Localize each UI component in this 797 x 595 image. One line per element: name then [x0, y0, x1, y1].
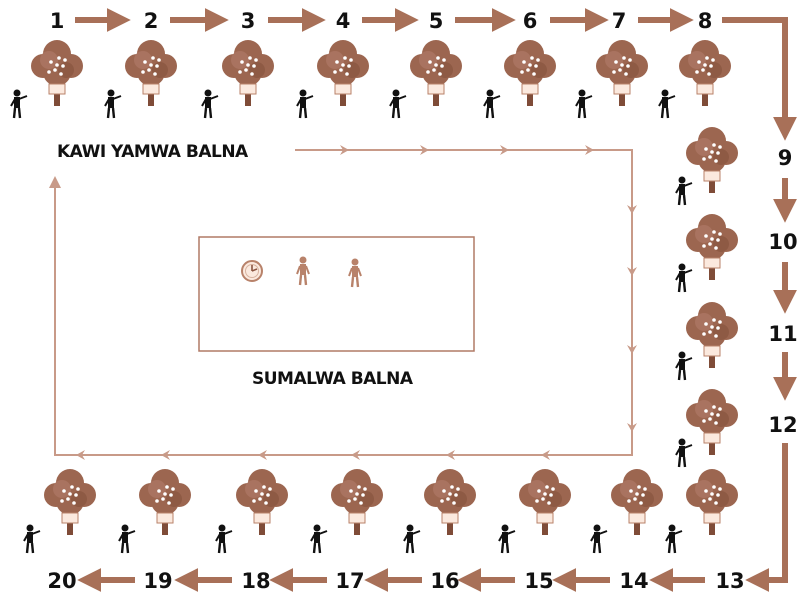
tree-with-signboard-icon	[410, 40, 462, 106]
standing-person-icon	[297, 257, 309, 286]
station-number: 20	[47, 569, 76, 593]
station-number: 17	[335, 569, 364, 593]
person-pointing-icon	[499, 525, 515, 554]
person-pointing-icon	[591, 525, 607, 554]
person-pointing-icon	[676, 264, 692, 293]
person-pointing-icon	[297, 90, 313, 119]
station-number: 1	[50, 9, 65, 33]
inner-people	[297, 257, 361, 288]
person-pointing-icon	[202, 90, 218, 119]
tree-with-signboard-icon	[519, 469, 571, 535]
tree-with-signboard-icon	[236, 469, 288, 535]
loop-path	[55, 150, 632, 455]
person-pointing-icon	[216, 525, 232, 554]
route-arrow	[756, 443, 785, 580]
person-pointing-icon	[659, 90, 675, 119]
station-number: 13	[715, 569, 744, 593]
tree-with-signboard-icon	[44, 469, 96, 535]
clock-icon	[242, 261, 262, 281]
station-number: 7	[612, 9, 627, 33]
standing-person-icon	[349, 259, 361, 288]
station-number: 8	[698, 9, 713, 33]
tree-with-signboard-icon	[596, 40, 648, 106]
person-pointing-icon	[119, 525, 135, 554]
tree-with-signboard-icon	[686, 469, 738, 535]
tree-with-signboard-icon	[679, 40, 731, 106]
tree-with-signboard-icon	[424, 469, 476, 535]
person-pointing-icon	[676, 352, 692, 381]
person-pointing-icon	[24, 525, 40, 554]
station-number: 16	[430, 569, 459, 593]
person-pointing-icon	[676, 177, 692, 206]
inner-area-box	[199, 237, 474, 351]
tree-with-signboard-icon	[611, 469, 663, 535]
tree-with-signboard-icon	[331, 469, 383, 535]
station-number: 11	[768, 322, 797, 346]
tree-with-signboard-icon	[686, 127, 738, 193]
person-pointing-icon	[311, 525, 327, 554]
station-number: 15	[524, 569, 553, 593]
tree-stations	[11, 40, 738, 553]
tree-with-signboard-icon	[139, 469, 191, 535]
person-pointing-icon	[105, 90, 121, 119]
tree-with-signboard-icon	[686, 389, 738, 455]
station-number: 18	[241, 569, 270, 593]
person-pointing-icon	[676, 439, 692, 468]
tree-with-signboard-icon	[222, 40, 274, 106]
person-pointing-icon	[11, 90, 27, 119]
tree-with-signboard-icon	[125, 40, 177, 106]
station-number: 10	[768, 230, 797, 254]
outer-route-label: KAWI YAMWA BALNA	[57, 142, 249, 162]
tree-with-signboard-icon	[317, 40, 369, 106]
station-number: 4	[336, 9, 351, 33]
station-number: 2	[144, 9, 159, 33]
tree-with-signboard-icon	[686, 302, 738, 368]
inner-walking-loop	[55, 145, 637, 460]
station-number: 3	[241, 9, 256, 33]
route-arrow	[722, 20, 785, 130]
station-number: 14	[619, 569, 648, 593]
station-number: 9	[778, 146, 793, 170]
person-pointing-icon	[390, 90, 406, 119]
tree-with-signboard-icon	[686, 214, 738, 280]
station-number: 5	[429, 9, 444, 33]
person-pointing-icon	[666, 525, 682, 554]
station-number: 19	[143, 569, 172, 593]
station-number: 12	[768, 413, 797, 437]
person-pointing-icon	[484, 90, 500, 119]
station-number: 6	[523, 9, 538, 33]
person-pointing-icon	[404, 525, 420, 554]
tree-with-signboard-icon	[504, 40, 556, 106]
loop-direction-arrows	[76, 145, 637, 460]
inner-area-label: SUMALWA BALNA	[252, 369, 414, 389]
tree-with-signboard-icon	[31, 40, 83, 106]
person-pointing-icon	[576, 90, 592, 119]
